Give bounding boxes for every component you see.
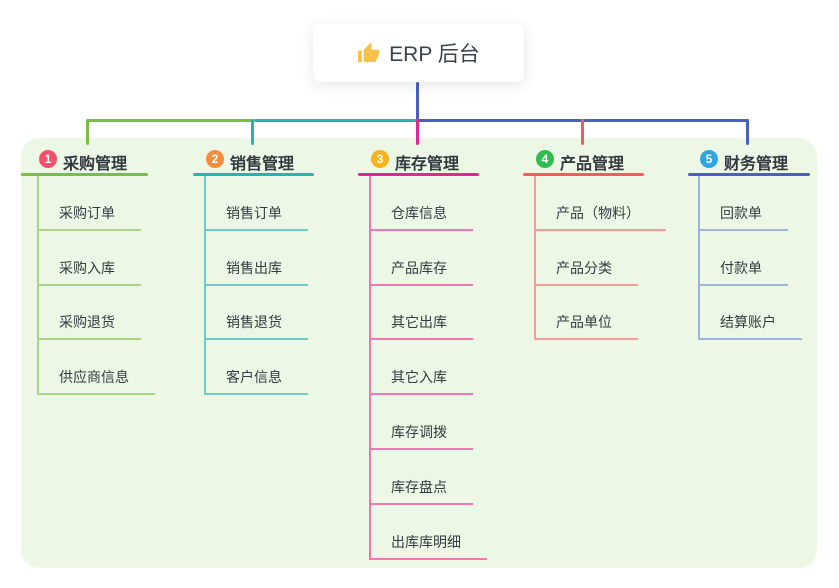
child-node-仓库信息[interactable]: 仓库信息 (371, 176, 473, 231)
child-node-产品分类[interactable]: 产品分类 (536, 231, 638, 286)
child-node-采购订单[interactable]: 采购订单 (39, 176, 141, 231)
branch-underline (193, 173, 314, 176)
root-node[interactable]: ERP 后台 (313, 24, 524, 82)
child-title: 回款单 (720, 204, 762, 221)
child-node-采购退货[interactable]: 采购退货 (39, 286, 141, 341)
child-node-销售出库[interactable]: 销售出库 (206, 231, 308, 286)
child-title: 客户信息 (226, 369, 282, 386)
child-title: 结算账户 (720, 314, 776, 331)
branch-underline (358, 173, 479, 176)
child-node-库存盘点[interactable]: 库存盘点 (371, 450, 473, 505)
child-node-库存调拨[interactable]: 库存调拨 (371, 395, 473, 450)
child-title: 销售出库 (226, 259, 282, 276)
branch-children: 销售订单销售出库销售退货客户信息 (204, 176, 308, 396)
branch-title: 库存管理 (395, 156, 460, 173)
root-title: ERP 后台 (389, 43, 480, 66)
branch-number-badge: 1 (39, 150, 57, 168)
branches-panel (21, 138, 817, 568)
child-node-结算账户[interactable]: 结算账户 (700, 286, 802, 341)
child-title: 采购退货 (59, 314, 115, 331)
child-node-付款单[interactable]: 付款单 (700, 231, 788, 286)
child-node-产品库存[interactable]: 产品库存 (371, 231, 473, 286)
connector-horizontal-segment (87, 119, 254, 122)
child-title: 产品分类 (556, 259, 612, 276)
child-title: 库存盘点 (391, 478, 447, 495)
branch-title: 采购管理 (63, 156, 128, 173)
root-connector-stem (416, 82, 419, 122)
branch-children: 回款单付款单结算账户 (698, 176, 802, 341)
branch-underline (21, 173, 148, 176)
child-title: 产品（物料） (556, 204, 640, 221)
child-title: 销售退货 (226, 314, 282, 331)
child-node-销售退货[interactable]: 销售退货 (206, 286, 308, 341)
child-node-客户信息[interactable]: 客户信息 (206, 340, 308, 396)
branch-number-badge: 5 (700, 150, 718, 168)
branch-number-badge: 3 (371, 150, 389, 168)
branch-connector-drop (746, 119, 749, 145)
branch-number-badge: 2 (206, 150, 224, 168)
child-title: 其它出库 (391, 314, 447, 331)
child-title: 出库库明细 (391, 533, 461, 550)
child-title: 产品单位 (556, 314, 612, 331)
child-node-回款单[interactable]: 回款单 (700, 176, 788, 231)
thumbs-up-icon (357, 42, 380, 65)
child-title: 产品库存 (391, 259, 447, 276)
branch-children: 仓库信息产品库存其它出库其它入库库存调拨库存盘点出库库明细 (369, 176, 487, 560)
child-node-其它出库[interactable]: 其它出库 (371, 286, 473, 341)
child-title: 库存调拨 (391, 423, 447, 440)
child-node-产品（物料）[interactable]: 产品（物料） (536, 176, 666, 231)
branch-connector-drop (86, 119, 89, 145)
child-node-采购入库[interactable]: 采购入库 (39, 231, 141, 286)
branch-number-badge: 4 (536, 150, 554, 168)
child-title: 销售订单 (226, 204, 282, 221)
child-title: 仓库信息 (391, 204, 447, 221)
branch-underline (688, 173, 810, 176)
branch-title: 销售管理 (230, 156, 295, 173)
branch-title: 产品管理 (560, 156, 625, 173)
branch-children: 采购订单采购入库采购退货供应商信息 (37, 176, 155, 396)
child-node-供应商信息[interactable]: 供应商信息 (39, 340, 155, 396)
branch-title: 财务管理 (724, 156, 789, 173)
child-title: 付款单 (720, 259, 762, 276)
branch-underline (523, 173, 644, 176)
child-node-其它入库[interactable]: 其它入库 (371, 340, 473, 396)
branch-connector-drop (581, 119, 584, 145)
child-node-出库库明细[interactable]: 出库库明细 (371, 505, 487, 560)
branch-children: 产品（物料） 产品分类产品单位 (534, 176, 666, 341)
child-title: 采购入库 (59, 259, 115, 276)
child-node-产品单位[interactable]: 产品单位 (536, 286, 638, 341)
child-title: 其它入库 (391, 369, 447, 386)
branch-connector-drop (416, 119, 419, 145)
child-node-销售订单[interactable]: 销售订单 (206, 176, 308, 231)
child-title: 供应商信息 (59, 369, 129, 386)
connector-horizontal-segment (254, 119, 417, 122)
child-title: 采购订单 (59, 204, 115, 221)
branch-connector-drop (251, 119, 254, 145)
